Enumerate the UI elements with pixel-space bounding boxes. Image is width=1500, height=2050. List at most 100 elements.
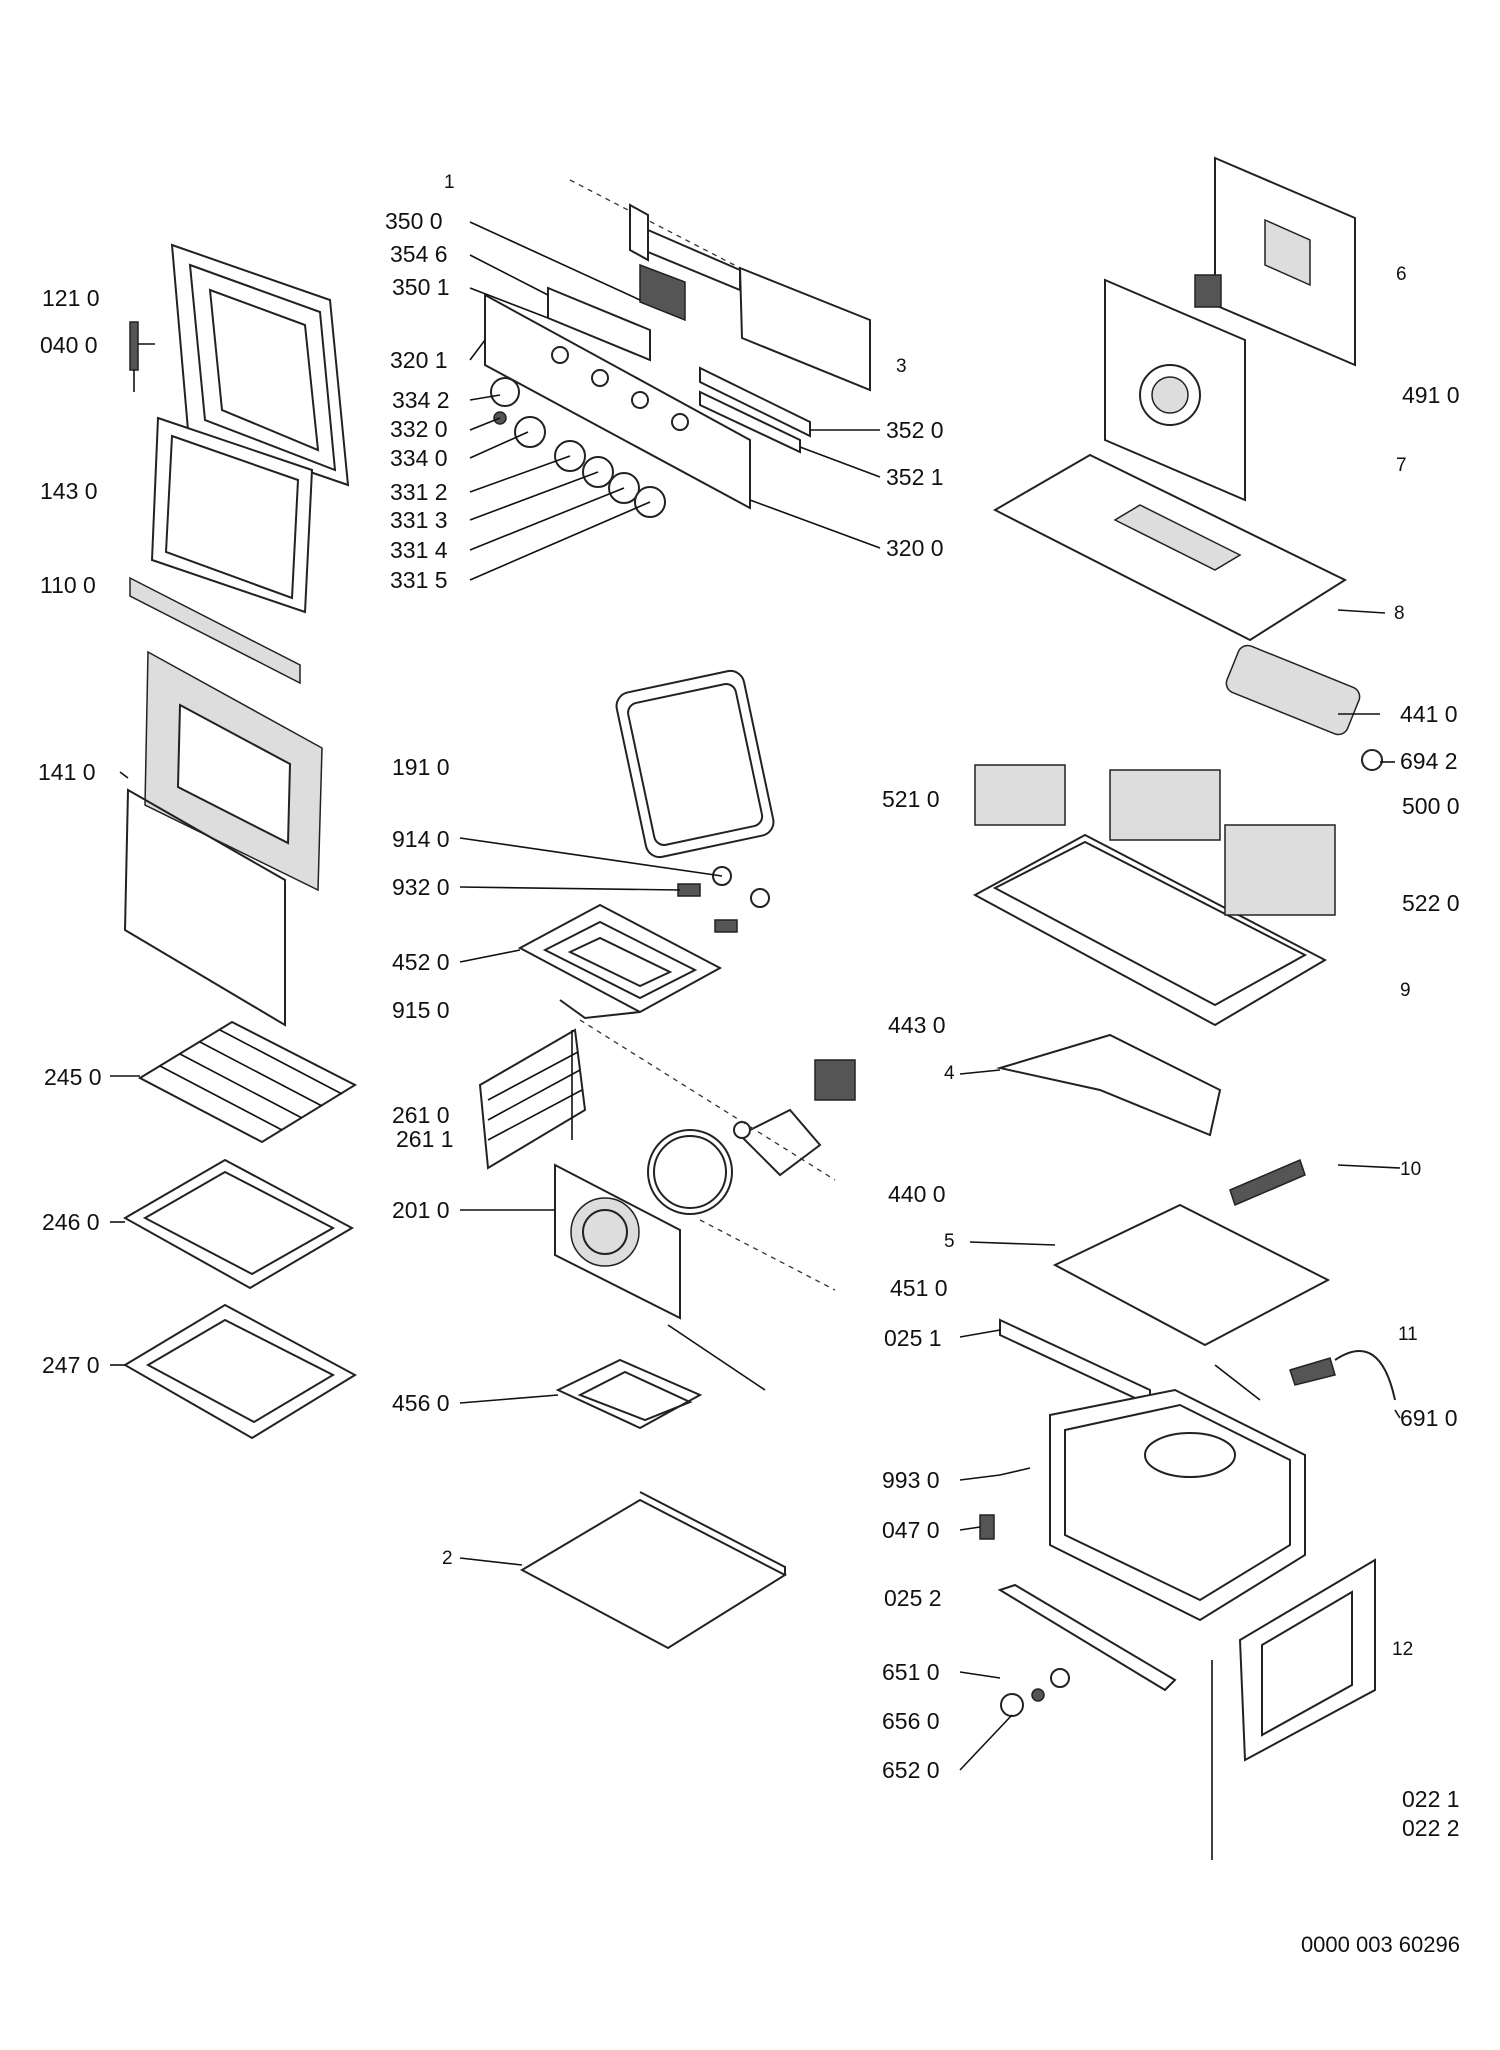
screw-and-clip-parts: [979, 1467, 1031, 1540]
base-rail-part: [997, 1583, 1177, 1692]
callout-label: 331 3: [390, 507, 448, 533]
callout-label: 022 2: [1402, 1815, 1460, 1841]
callout-label: 3: [896, 356, 907, 377]
oven-cavity-part: [1049, 1388, 1306, 1622]
lamp-parts: [677, 866, 770, 933]
side-panel-part: [1211, 1558, 1376, 1860]
callout-label: 6: [1396, 264, 1407, 285]
callout-label: 261 0: [392, 1102, 450, 1128]
bottom-panel-part: [519, 1491, 788, 1650]
circular-element-part: [647, 1129, 733, 1215]
inner-door-glass-part: [150, 416, 314, 614]
switch-module-part: [547, 263, 686, 362]
callout-label: 522 0: [1402, 890, 1460, 916]
document-id: 0000 003 60296: [1300, 1932, 1460, 1957]
callout-label: 11: [1398, 1324, 1418, 1345]
callout-label: 334 2: [392, 387, 450, 413]
rear-wall-fan-part: [1104, 278, 1246, 502]
callout-label: 656 0: [882, 1708, 940, 1734]
callout-label: 354 6: [390, 241, 448, 267]
drip-pan-part: [123, 1303, 358, 1440]
callout-label: 320 1: [390, 347, 448, 373]
callout-label: 331 5: [390, 567, 448, 593]
callout-label: 247 0: [42, 1352, 100, 1378]
callout-label: 652 0: [882, 1757, 940, 1783]
bottom-element-part: [555, 1324, 766, 1430]
baking-tray-part: [122, 1158, 355, 1290]
callout-label: 491 0: [1402, 382, 1460, 408]
callout-label: 350 1: [392, 274, 450, 300]
door-frame-part: [170, 243, 350, 487]
callout-label: 691 0: [1400, 1405, 1458, 1431]
callout-label: 040 0: [40, 332, 98, 358]
callout-label: 201 0: [392, 1197, 450, 1223]
tangential-fan-part: [1225, 644, 1383, 771]
callout-label: 10: [1400, 1159, 1422, 1180]
electronics-tray-part: [972, 764, 1336, 1027]
callout-label: 022 1: [1402, 1786, 1460, 1812]
callout-label: 332 0: [390, 416, 448, 442]
callout-label: 651 0: [882, 1659, 940, 1685]
callout-label: 443 0: [888, 1012, 946, 1038]
top-panel-part: [992, 453, 1386, 642]
callout-label: 334 0: [390, 445, 448, 471]
callout-label: 246 0: [42, 1209, 100, 1235]
callout-label: 047 0: [882, 1517, 940, 1543]
callout-label: 456 0: [392, 1390, 450, 1416]
callout-label: 191 0: [392, 754, 450, 780]
small-bracket-part: [1229, 1158, 1306, 1207]
glass-tray-part: [615, 669, 775, 859]
callout-label: 915 0: [392, 997, 450, 1023]
shelf-runner-part: [478, 1028, 587, 1170]
inner-plate-part: [999, 1203, 1331, 1407]
callout-label: 352 0: [886, 417, 944, 443]
callout-label: 350 0: [385, 208, 443, 234]
callout-label: 441 0: [1400, 701, 1458, 727]
callout-label: 694 2: [1400, 748, 1458, 774]
callout-label: 245 0: [44, 1064, 102, 1090]
control-panel-bracket-part: [569, 179, 871, 392]
hinge-parts: [1214, 1350, 1396, 1401]
callout-label: 5: [944, 1231, 955, 1252]
callout-label: 025 2: [884, 1585, 942, 1611]
callout-label: 452 0: [392, 949, 450, 975]
callout-label: 261 1: [396, 1126, 454, 1152]
callout-label: 110 0: [40, 572, 96, 598]
leveling-foot-parts: [1000, 1668, 1070, 1717]
callout-label: 521 0: [882, 786, 940, 812]
callout-label: 12: [1392, 1639, 1414, 1660]
callout-label: 993 0: [882, 1467, 940, 1493]
callout-label: 2: [442, 1548, 453, 1569]
callout-label: 141 0: [38, 759, 96, 785]
fan-cover-part: [554, 1163, 681, 1320]
callout-label: 7: [1396, 455, 1407, 476]
back-panel-part: [1194, 156, 1356, 367]
callout-label: 440 0: [888, 1181, 946, 1207]
callout-label: 500 0: [1402, 793, 1460, 819]
callout-label: 9: [1400, 980, 1411, 1001]
callout-label: 143 0: [40, 478, 98, 504]
callout-label: 121 0: [42, 285, 100, 311]
door-handle-part: [129, 321, 139, 392]
callout-label: 4: [944, 1063, 955, 1084]
callout-label: 025 1: [884, 1325, 942, 1351]
trim-rail-part: [699, 366, 811, 454]
grill-element-part: [517, 903, 723, 1020]
side-rail-part: [996, 1033, 1222, 1137]
callout-label: 1: [444, 172, 455, 193]
callout-label: 331 2: [390, 479, 448, 505]
door-trim-strip-part: [129, 576, 301, 685]
outer-door-panel-part: [123, 650, 323, 1027]
fan-motor-part: [579, 1019, 856, 1291]
callout-label: 932 0: [392, 874, 450, 900]
front-panel-part: [484, 293, 751, 510]
callout-label: 451 0: [890, 1275, 948, 1301]
callout-label: 331 4: [390, 537, 448, 563]
callout-label: 352 1: [886, 464, 944, 490]
wire-shelf-part: [137, 1020, 358, 1144]
callout-label: 914 0: [392, 826, 450, 852]
callout-label: 8: [1394, 603, 1405, 624]
leader-lines: [110, 221, 1401, 1771]
callout-label: 320 0: [886, 535, 944, 561]
